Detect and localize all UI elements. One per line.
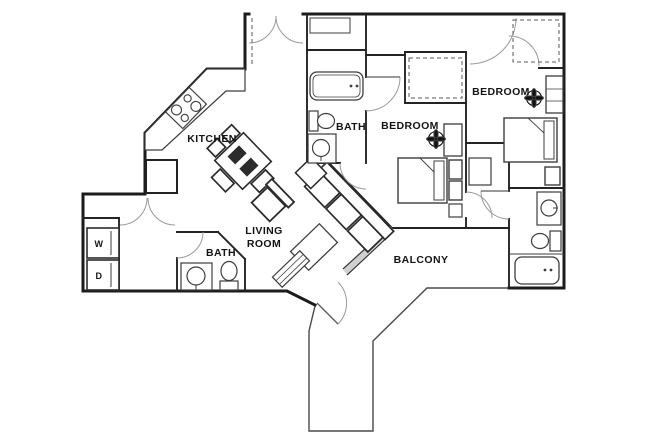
pillow xyxy=(543,120,555,160)
dining-table xyxy=(213,131,273,191)
bedroom-right-area xyxy=(468,75,564,186)
pillow xyxy=(433,160,445,201)
placemat xyxy=(227,145,247,165)
bath-center-area xyxy=(307,71,364,164)
interior-walls xyxy=(82,14,565,292)
washer-unit xyxy=(86,227,120,259)
nightstand xyxy=(544,166,561,186)
room-label-bedroom-right: BEDROOM xyxy=(472,86,530,98)
stove-icon xyxy=(164,86,208,130)
corner-seat xyxy=(294,156,328,190)
hall-closet xyxy=(468,157,492,186)
toilet-icon xyxy=(219,260,239,291)
dresser xyxy=(545,75,564,114)
entry-shelf xyxy=(309,17,351,34)
kitchen-area xyxy=(144,17,351,194)
room-label-kitchen: KITCHEN xyxy=(187,133,236,145)
bathtub-icon xyxy=(309,71,364,101)
toilet-icon xyxy=(530,230,562,252)
bath-right-area xyxy=(509,191,564,285)
dresser xyxy=(443,123,463,157)
tv-console-icon xyxy=(271,249,311,289)
dining-chair xyxy=(210,167,236,194)
placemat xyxy=(239,157,259,177)
bathtub-icon xyxy=(514,256,560,285)
dining-chair xyxy=(220,123,242,145)
label-dryer: D xyxy=(96,271,103,281)
refrigerator-icon xyxy=(145,159,178,194)
dining-set xyxy=(205,123,276,194)
sink-icon xyxy=(307,133,337,164)
room-label-living-1: LIVING xyxy=(245,225,282,237)
sink-icon xyxy=(180,262,213,291)
room-labels: KITCHEN LIVING ROOM BATH BATH BEDROOM BE… xyxy=(95,86,530,281)
bedroom-middle-area xyxy=(397,123,463,218)
nightstand xyxy=(448,180,463,201)
room-label-balcony: BALCONY xyxy=(394,254,449,266)
bath-hall-area xyxy=(180,260,239,291)
room-label-living-2: ROOM xyxy=(247,238,281,250)
balcony-railing xyxy=(308,287,508,432)
bed-icon xyxy=(503,117,558,163)
room-label-bath-center: BATH xyxy=(336,121,366,133)
bed-icon xyxy=(397,157,448,204)
laundry-area xyxy=(86,227,120,291)
bench xyxy=(448,203,463,218)
armchair-icon xyxy=(250,177,296,223)
dryer-unit xyxy=(86,259,120,291)
nightstand xyxy=(448,159,463,180)
door-swing-arcs xyxy=(119,15,540,325)
toilet-icon xyxy=(308,110,336,132)
closet-rod-dashes xyxy=(251,18,560,99)
room-label-bedroom-middle: BEDROOM xyxy=(381,120,439,132)
sink-icon xyxy=(536,191,562,226)
door-leaves xyxy=(316,76,509,325)
living-room-area xyxy=(250,156,395,289)
room-label-bath-hall: BATH xyxy=(206,247,236,259)
dining-chair xyxy=(205,137,227,159)
label-washer: W xyxy=(95,239,104,249)
